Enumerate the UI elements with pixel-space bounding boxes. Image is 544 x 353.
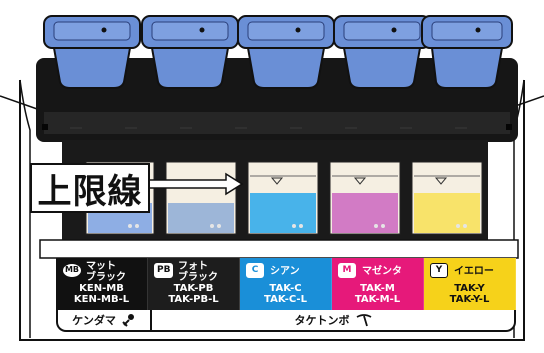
- ink-badge-c: C: [246, 263, 264, 278]
- ink-name-pb: フォト ブラック: [178, 261, 218, 283]
- ink-label-pb: PB フォト ブラック TAK-PB TAK-PB-L: [148, 258, 240, 310]
- ink-tank-pb: [165, 161, 237, 235]
- tool-bar: ケンダマ タケトンボ: [56, 310, 516, 332]
- upper-limit-label: 上限線: [37, 171, 143, 212]
- tool-kendama-label: ケンダマ: [72, 314, 116, 327]
- ink-name-y: イエロー: [454, 266, 494, 277]
- callout-arrow: [147, 172, 244, 196]
- ink-codes-y: TAK-Y TAK-Y-L: [449, 283, 490, 305]
- tool-taketombo-label: タケトンボ: [294, 314, 350, 327]
- taketombo-icon: [356, 314, 371, 327]
- ink-tank-c: [247, 161, 319, 235]
- ink-badge-pb: PB: [154, 263, 174, 278]
- ink-badge-m: M: [338, 263, 356, 278]
- upper-limit-callout: 上限線: [30, 163, 150, 213]
- tool-taketombo: タケトンボ: [152, 310, 514, 330]
- ink-codes-m: TAK-M TAK-M-L: [354, 283, 401, 305]
- ink-name-c: シアン: [270, 266, 300, 277]
- ink-name-mb: マット ブラック: [86, 261, 126, 283]
- ink-name-m: マゼンタ: [362, 266, 402, 277]
- ink-codes-c: TAK-C TAK-C-L: [264, 283, 307, 305]
- ink-label-y: Y イエロー TAK-Y TAK-Y-L: [424, 258, 516, 310]
- ink-badge-y: Y: [430, 263, 448, 278]
- ink-label-strip: MB マット ブラック KEN-MB KEN-MB-L PB フォト ブラック …: [56, 258, 516, 310]
- kendama-icon: [122, 314, 134, 327]
- tool-kendama: ケンダマ: [58, 310, 152, 330]
- ink-tank-caps: [43, 15, 513, 89]
- ink-label-c: C シアン TAK-C TAK-C-L: [240, 258, 332, 310]
- ink-label-mb: MB マット ブラック KEN-MB KEN-MB-L: [56, 258, 148, 310]
- ink-tank-y: [411, 161, 483, 235]
- ink-label-m: M マゼンタ TAK-M TAK-M-L: [332, 258, 424, 310]
- ink-badge-mb: MB: [62, 263, 82, 278]
- ink-codes-mb: KEN-MB KEN-MB-L: [73, 283, 130, 305]
- ink-tank-m: [329, 161, 401, 235]
- ink-codes-pb: TAK-PB TAK-PB-L: [168, 283, 219, 305]
